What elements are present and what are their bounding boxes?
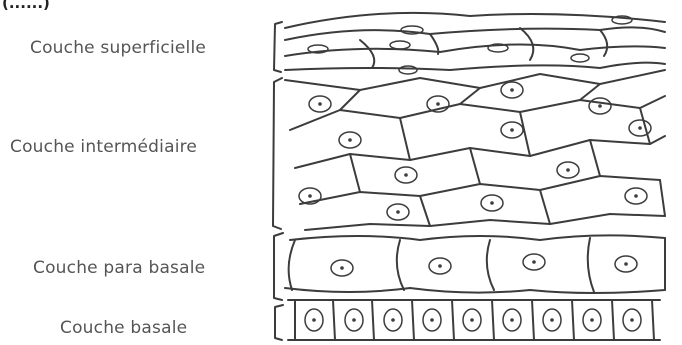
bracket-superficial xyxy=(274,22,282,72)
bracket-parabasal xyxy=(274,233,283,300)
basal-layer-cells xyxy=(288,300,660,340)
bracket-intermediate xyxy=(273,78,282,229)
parabasal-layer-cells xyxy=(285,235,665,293)
superficial-layer-nuclei xyxy=(308,16,632,74)
bracket-basal xyxy=(275,305,283,340)
intermediate-layer-cells xyxy=(285,70,665,230)
superficial-layer-cells xyxy=(285,13,665,70)
parabasal-layer-nuclei xyxy=(331,254,637,276)
